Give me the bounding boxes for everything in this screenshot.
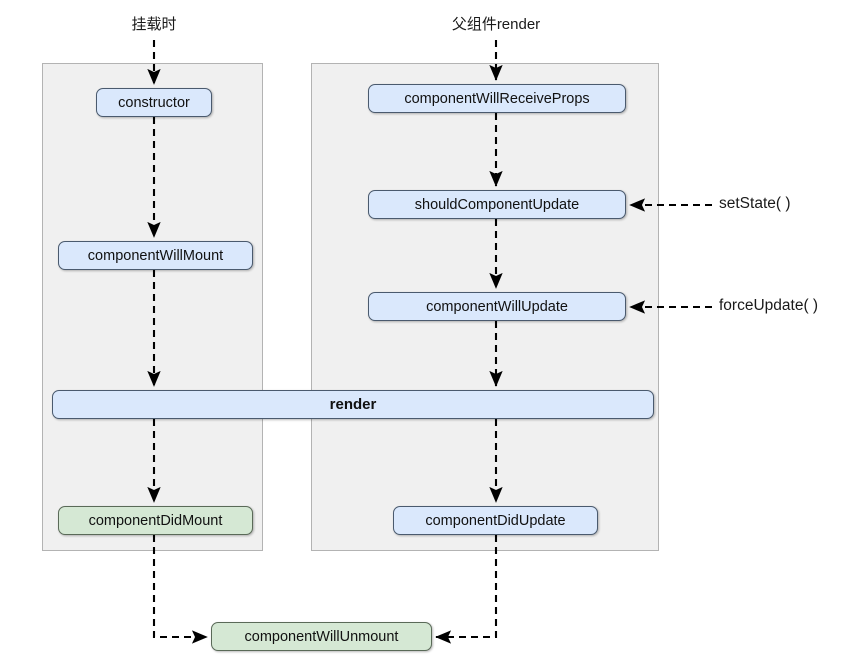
node-componentwillunmount: componentWillUnmount	[211, 622, 432, 651]
node-componentdidupdate: componentDidUpdate	[393, 506, 598, 535]
node-render: render	[52, 390, 654, 419]
node-label: componentDidUpdate	[425, 512, 566, 529]
node-label: componentWillUnmount	[244, 628, 399, 645]
node-shouldcomponentupdate: shouldComponentUpdate	[368, 190, 626, 219]
trigger-label-setstate: setState( )	[719, 195, 791, 212]
node-componentwillupdate: componentWillUpdate	[368, 292, 626, 321]
updating-entry-label: 父组件render	[451, 16, 541, 33]
node-label: componentWillUpdate	[426, 298, 568, 315]
trigger-label-forceupdate: forceUpdate( )	[719, 297, 819, 314]
mounting-entry-label: 挂载时	[131, 16, 177, 33]
node-label: shouldComponentUpdate	[414, 196, 580, 213]
mounting-phase-container	[42, 63, 263, 551]
node-componentwillmount: componentWillMount	[58, 241, 253, 270]
node-componentwillreceiveprops: componentWillReceiveProps	[368, 84, 626, 113]
node-label: componentWillMount	[87, 247, 224, 264]
node-label: componentWillReceiveProps	[404, 90, 590, 107]
node-componentdidmount: componentDidMount	[58, 506, 253, 535]
node-label: constructor	[118, 94, 190, 111]
node-label: render	[329, 396, 377, 413]
node-label: componentDidMount	[88, 512, 223, 529]
node-constructor: constructor	[96, 88, 212, 117]
